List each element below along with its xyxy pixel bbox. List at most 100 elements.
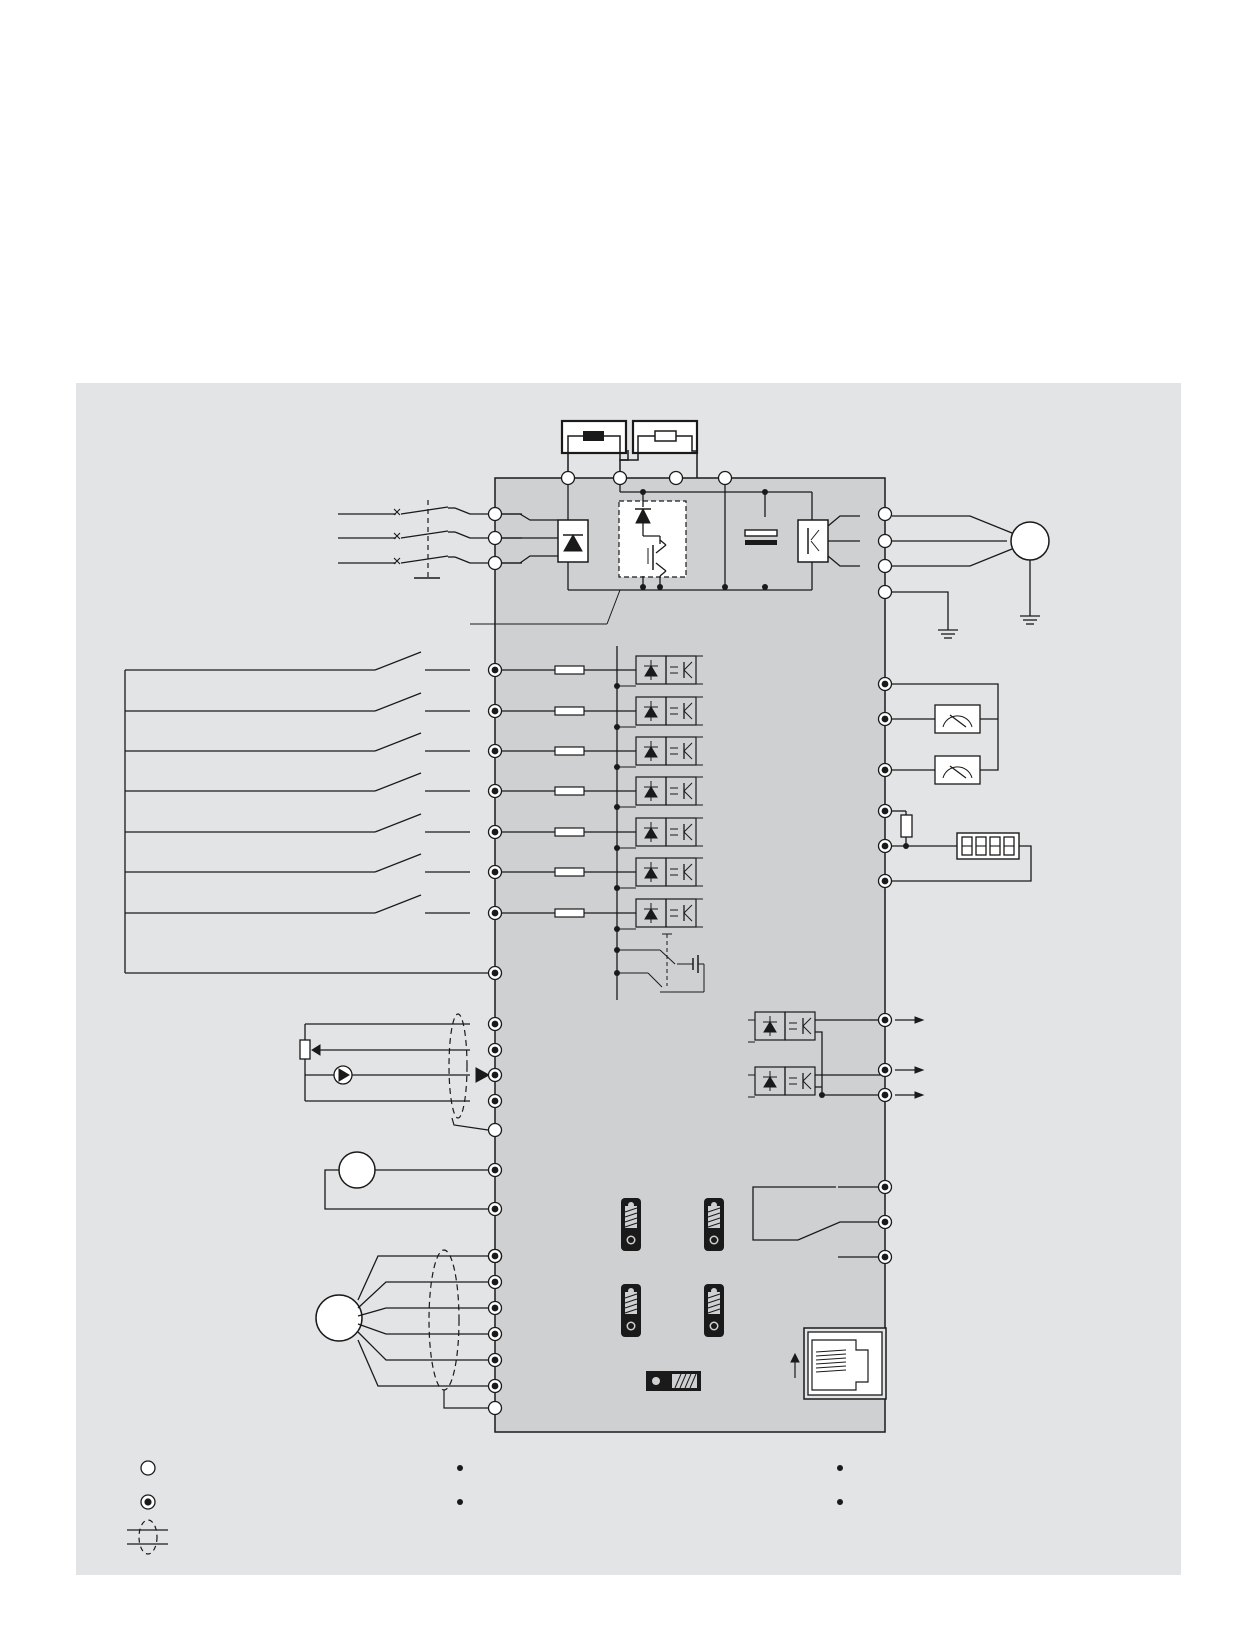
cable-shield-icon (448, 1013, 468, 1119)
junction-dot (614, 947, 620, 953)
braking-resistors (560, 419, 699, 478)
wire (683, 904, 693, 914)
fuse-cross (393, 557, 401, 565)
control-terminal-core (491, 1382, 499, 1390)
control-terminal-core (144, 1498, 152, 1506)
inverter-igbt-icon (797, 519, 829, 563)
wire (942, 766, 973, 779)
potentiometer-icon (299, 1039, 311, 1060)
dip-switch-pin (628, 1237, 634, 1243)
control-terminal-core (491, 1356, 499, 1364)
wire (683, 661, 693, 671)
output-arrow (914, 1066, 925, 1074)
dip-switch-pin (711, 1323, 717, 1329)
wire (655, 562, 667, 572)
control-terminal-core (491, 1278, 499, 1286)
wire (683, 863, 693, 873)
terminals (487, 470, 893, 1416)
optocoupler-transistor-box (665, 817, 697, 847)
wire (357, 1255, 495, 1301)
wire (676, 435, 698, 478)
control-terminal-core (881, 842, 889, 850)
wire (810, 529, 820, 541)
wire (802, 1072, 812, 1082)
control-terminal-core (881, 715, 889, 723)
legend (127, 1460, 843, 1555)
wire (679, 1373, 687, 1389)
wire (707, 1222, 721, 1228)
wire (451, 1117, 489, 1131)
junction-dot (819, 1092, 825, 1098)
wire (815, 1353, 847, 1357)
diode-triangle (563, 533, 583, 552)
control-terminal-core (491, 1020, 499, 1028)
digital-outputs (748, 1011, 925, 1099)
motor-output (827, 515, 1050, 639)
wire (752, 1186, 885, 1241)
wire (811, 1339, 869, 1391)
dip-switch-pin (711, 1202, 717, 1208)
optocoupler-transistor-box (665, 736, 697, 766)
control-terminal-core (491, 747, 499, 755)
wire (942, 715, 973, 728)
input-resistor (554, 908, 585, 918)
wire (374, 732, 422, 752)
input-resistor (554, 786, 585, 796)
control-terminal-core (881, 1183, 889, 1191)
optocoupler-transistor-box (665, 696, 697, 726)
wire (707, 1298, 721, 1304)
legend-bullet (837, 1499, 843, 1505)
wire (892, 548, 1013, 567)
control-terminal-core (881, 1253, 889, 1261)
wire (892, 591, 949, 630)
wire (802, 1017, 812, 1027)
control-terminal-core (491, 969, 499, 977)
optocoupler-transistor-box (784, 1011, 816, 1041)
wire (624, 1222, 638, 1228)
wire (707, 1303, 721, 1309)
junction-dot (614, 970, 620, 976)
wire (892, 515, 1013, 534)
wire (707, 1217, 721, 1223)
junction-dot (762, 489, 768, 495)
power-terminal (877, 558, 893, 574)
motor-icon (1010, 521, 1050, 561)
legend-bullet (837, 1465, 843, 1471)
control-terminal-core (491, 1304, 499, 1312)
control-terminal-core (491, 828, 499, 836)
wire (815, 1357, 847, 1361)
resistor-icon (583, 431, 604, 441)
dip-switch-pin (711, 1288, 717, 1294)
open-terminal-icon (140, 1460, 156, 1476)
wire (501, 555, 558, 564)
wire (815, 1369, 847, 1373)
analog-outputs (892, 683, 999, 785)
input-resistor (554, 867, 585, 877)
sensor-circle-icon (338, 1151, 376, 1189)
control-terminal-core (491, 909, 499, 917)
analog-meter-icon (934, 755, 981, 785)
control-terminal-core (491, 1330, 499, 1338)
wire (357, 1339, 495, 1387)
wire (892, 683, 999, 771)
wire (707, 1212, 721, 1218)
wire (624, 1212, 638, 1218)
wire (454, 556, 471, 564)
power-terminal (717, 470, 733, 486)
optocoupler-transistor-box (784, 1066, 816, 1096)
wire (827, 515, 860, 527)
encoder-circle-icon (315, 1294, 363, 1342)
wire (619, 435, 655, 478)
wire (624, 1217, 638, 1223)
optocoupler-transistor-box (665, 857, 697, 887)
dc-link-capacitor-icon (744, 529, 778, 537)
wire (374, 772, 422, 792)
capacitor-plate (745, 540, 777, 545)
control-terminal-core (881, 1091, 889, 1099)
wire (674, 1373, 682, 1389)
control-terminal-core (491, 1071, 499, 1079)
wire (815, 1031, 885, 1096)
legend-bullet (457, 1465, 463, 1471)
control-terminal-core (491, 1097, 499, 1105)
control-terminal-core (881, 766, 889, 774)
